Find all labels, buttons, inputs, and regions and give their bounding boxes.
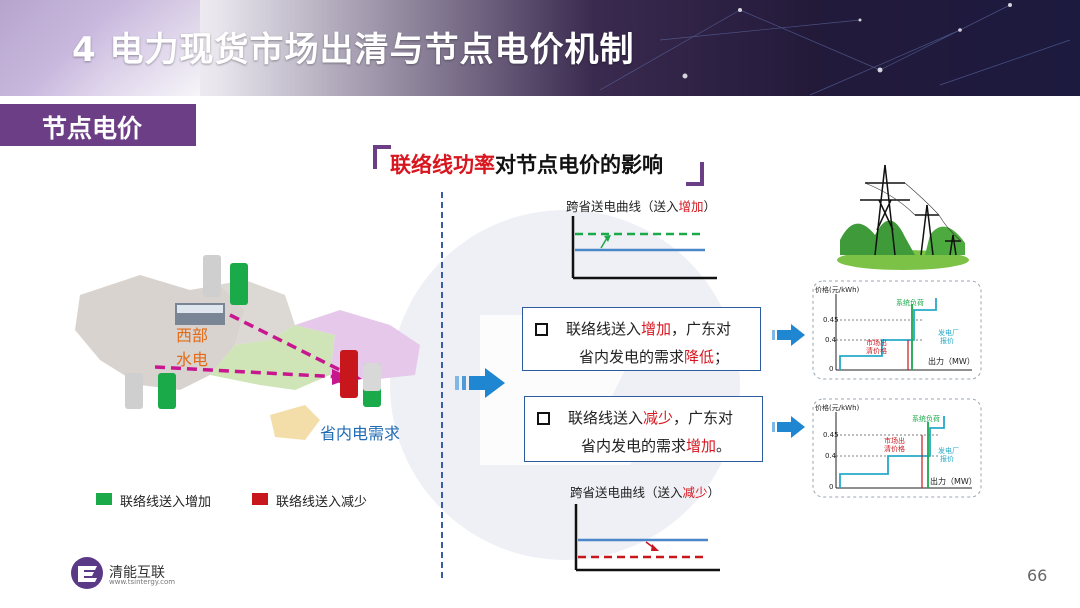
box2-a: 联络线送入 (568, 409, 644, 427)
box2-c: ，广东对 (673, 409, 734, 427)
region-map (75, 255, 420, 440)
box1-b: 增加 (641, 320, 672, 338)
chart2-clear-2: 清价格 (884, 445, 905, 453)
power-tower-illustration (837, 164, 969, 270)
right-arrow-icon (455, 368, 505, 398)
price-chart-2 (812, 398, 982, 498)
company-url: www.tsintergy.com (109, 578, 176, 586)
chart2-offer-1: 发电厂 (938, 447, 959, 455)
page-title: 4 电力现货市场出清与节点电价机制 (72, 30, 635, 70)
box2-f: 。 (716, 437, 732, 455)
legend-swatch-decrease (252, 493, 268, 505)
section-tag: 节点电价 (0, 104, 196, 146)
subtitle-highlight: 联络线功率 (390, 153, 495, 177)
demand-label: 省内电需求 (320, 424, 401, 443)
box1-c: ，广东对 (671, 320, 732, 338)
box2-line1: 联络线送入减少，广东对 (537, 407, 733, 428)
box2-e: 增加 (686, 437, 717, 455)
bottom-curve-title-highlight: 减少 (682, 485, 708, 500)
chart2-y2: 0.4 (825, 452, 837, 460)
bottom-curve-chart (574, 504, 720, 572)
chart1-xlabel: 出力（MW） (928, 357, 975, 366)
chart2-ylabel: 价格(元/kWh) (815, 404, 860, 412)
legend-swatch-increase (96, 493, 112, 505)
price-chart-1 (812, 280, 982, 380)
subtitle: 联络线功率对节点电价的影响 (390, 149, 663, 179)
bracket-right (686, 162, 704, 186)
chart2-y1: 0.45 (823, 431, 839, 439)
chart1-y2: 0.4 (825, 336, 837, 344)
chart1-y1: 0.45 (823, 316, 839, 324)
hydro-label: 西部 水电 (176, 322, 208, 370)
bracket-left (373, 145, 391, 169)
hydro-label-line1: 西部 (176, 326, 209, 345)
chart2-load: 系统负荷 (912, 415, 940, 423)
top-curve-title-prefix: 跨省送电曲线（送入 (566, 199, 679, 214)
bottom-curve-title-prefix: 跨省送电曲线（送入 (570, 485, 683, 500)
box1-a: 联络线送入 (566, 320, 642, 338)
header-accent (0, 0, 200, 96)
chart2-clear-1: 市场出 (884, 437, 905, 445)
bottom-curve-title-suffix: ） (707, 485, 721, 500)
network-decoration (599, 3, 1071, 96)
chart1-clear-1: 市场出 (866, 339, 887, 347)
chart2-zero: 0 (829, 483, 834, 491)
page-number: 66 (1027, 566, 1048, 585)
legend-decrease: 联络线送入减少 (276, 495, 368, 510)
chart2-xlabel: 出力（MW） (930, 477, 977, 486)
bottom-curve-title: 跨省送电曲线（送入减少） (570, 482, 720, 501)
legend-increase: 联络线送入增加 (120, 495, 212, 510)
box2-d: 省内发电的需求 (581, 437, 687, 455)
hydro-label-line2: 水电 (176, 350, 209, 369)
company-name: 清能互联 (109, 565, 165, 581)
info-box-increase: 联络线送入增加，广东对 省内发电的需求降低； (522, 307, 761, 371)
company-logo (71, 557, 103, 589)
box1-line1: 联络线送入增加，广东对 (535, 318, 731, 339)
right-arrow-icon (772, 324, 805, 346)
vertical-divider (441, 192, 443, 578)
top-curve-chart (571, 216, 717, 280)
chart1-zero: 0 (829, 365, 834, 373)
box1-f: ； (714, 348, 730, 366)
subtitle-rest: 对节点电价的影响 (495, 153, 663, 177)
chart2-offer-2: 报价 (940, 455, 954, 463)
chart1-load: 系统负荷 (896, 299, 924, 307)
top-curve-title-suffix: ） (703, 199, 717, 214)
box2-b: 减少 (643, 409, 674, 427)
chart1-clear-2: 清价格 (866, 347, 887, 355)
checkbox-icon (535, 323, 548, 336)
right-arrow-icon (772, 416, 805, 438)
section-label: 节点电价 (42, 114, 143, 143)
info-box-decrease: 联络线送入减少，广东对 省内发电的需求增加。 (524, 396, 763, 462)
chart1-offer-1: 发电厂 (938, 329, 959, 337)
top-curve-title: 跨省送电曲线（送入增加） (566, 196, 716, 215)
chart1-ylabel: 价格(元/kWh) (815, 286, 860, 294)
box1-line2: 省内发电的需求降低； (579, 346, 729, 367)
box1-e: 降低 (684, 348, 715, 366)
box2-line2: 省内发电的需求增加。 (581, 435, 731, 456)
checkbox-icon (537, 412, 550, 425)
top-curve-title-highlight: 增加 (678, 199, 704, 214)
box1-d: 省内发电的需求 (579, 348, 685, 366)
chart1-offer-2: 报价 (940, 337, 954, 345)
